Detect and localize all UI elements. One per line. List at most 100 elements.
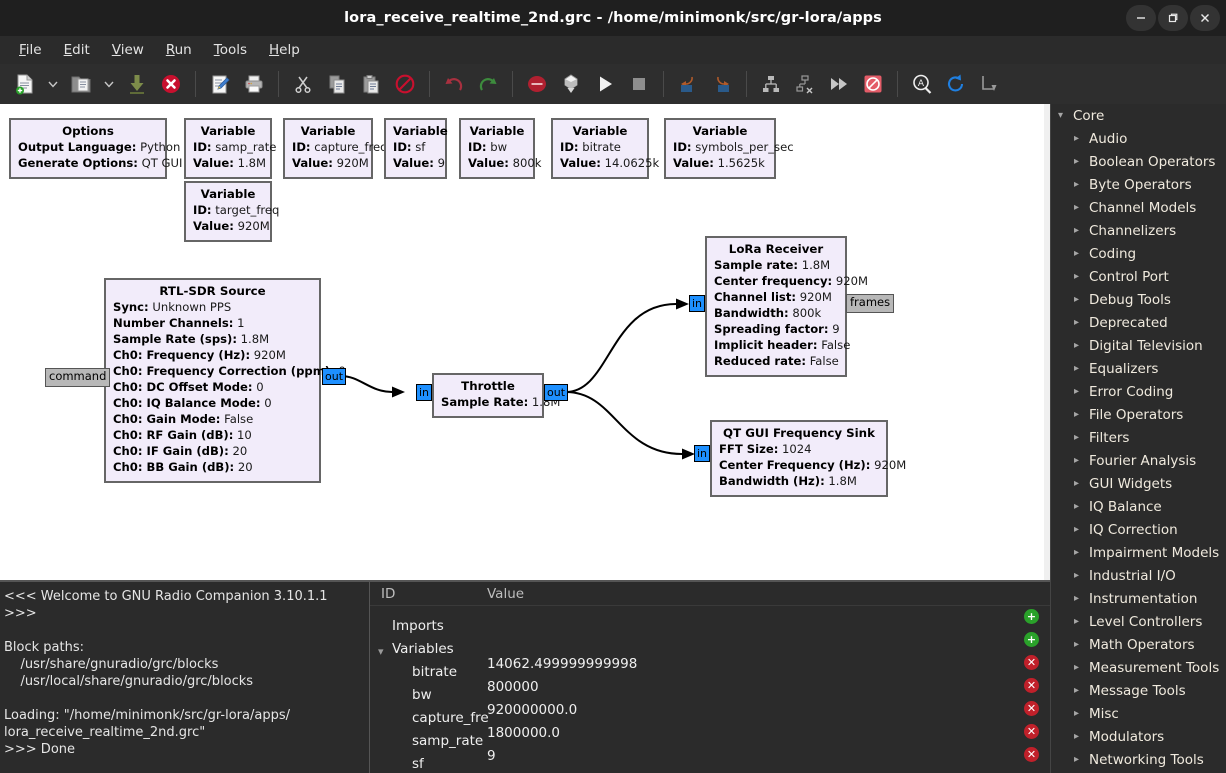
maximize-button[interactable] — [1158, 5, 1188, 31]
block-tree-panel[interactable]: ▾Core ▸Audio ▸Boolean Operators ▸Byte Op… — [1050, 104, 1226, 773]
flowgraph-canvas[interactable]: Options Output Language: Python Generate… — [0, 104, 1050, 580]
delete-variable-button[interactable]: ✕ — [1024, 701, 1039, 716]
find-magnifier-icon[interactable]: A — [905, 67, 939, 101]
chevron-right-icon[interactable]: ▸ — [1074, 133, 1080, 144]
package-icon[interactable] — [554, 67, 588, 101]
chevron-right-icon[interactable]: ▸ — [1074, 156, 1080, 167]
edit-pencil-icon[interactable] — [203, 67, 237, 101]
chevron-right-icon[interactable]: ▸ — [1074, 386, 1080, 397]
port-lora-frames[interactable]: frames — [846, 294, 895, 313]
chevron-right-icon[interactable]: ▸ — [1074, 340, 1080, 351]
close-circle-icon[interactable] — [154, 67, 188, 101]
chevron-down-icon[interactable] — [98, 67, 120, 101]
variable-row-bw[interactable]: bw 800000 ✕ — [370, 675, 1050, 703]
delete-variable-button[interactable]: ✕ — [1024, 655, 1039, 670]
hierarchy-remove-icon[interactable] — [788, 67, 822, 101]
variables-group[interactable]: ▾ Variables + — [370, 629, 1050, 658]
printer-icon[interactable] — [237, 67, 271, 101]
port-lora-in[interactable]: in — [689, 295, 706, 312]
menu-view[interactable]: View — [111, 42, 144, 58]
block-tree-item-impairment-models[interactable]: ▸Impairment Models — [1051, 541, 1226, 564]
port-rtlsdr-command[interactable]: command — [45, 368, 111, 387]
options-block[interactable]: Options Output Language: Python Generate… — [9, 118, 182, 180]
add-variable-button[interactable]: + — [1024, 632, 1039, 647]
variable-block-target-freq[interactable]: Variable ID: target_freq Value: 920M — [184, 181, 279, 243]
block-tree-item-control-port[interactable]: ▸Control Port — [1051, 265, 1226, 288]
block-tree-item-industrial-io[interactable]: ▸Industrial I/O — [1051, 564, 1226, 587]
menu-file[interactable]: File — [19, 42, 42, 58]
menu-tools[interactable]: Tools — [213, 42, 247, 58]
chevron-right-icon[interactable]: ▸ — [1074, 524, 1080, 535]
block-tree-item-fourier-analysis[interactable]: ▸Fourier Analysis — [1051, 449, 1226, 472]
paste-icon[interactable] — [354, 67, 388, 101]
chevron-right-icon[interactable]: ▸ — [1074, 478, 1080, 489]
block-tree-item-digital-television[interactable]: ▸Digital Television — [1051, 334, 1226, 357]
qt-gui-frequency-sink-block[interactable]: QT GUI Frequency Sink FFT Size: 1024 Cen… — [710, 420, 906, 498]
delete-variable-button[interactable]: ✕ — [1024, 724, 1039, 739]
block-tree-item-file-operators[interactable]: ▸File Operators — [1051, 403, 1226, 426]
minus-circle-icon[interactable] — [520, 67, 554, 101]
chevron-right-icon[interactable]: ▸ — [1074, 432, 1080, 443]
delete-variable-button[interactable]: ✕ — [1024, 678, 1039, 693]
chevron-down-icon[interactable]: ▾ — [378, 644, 384, 658]
close-button[interactable] — [1190, 5, 1220, 31]
disabled-block-icon[interactable] — [856, 67, 890, 101]
minimize-button[interactable] — [1126, 5, 1156, 31]
variable-block-symbols-per-sec[interactable]: Variable ID: symbols_per_sec Value: 1.56… — [664, 118, 794, 180]
block-tree-item-coding[interactable]: ▸Coding — [1051, 242, 1226, 265]
rotate-right-icon[interactable] — [705, 67, 739, 101]
port-rtlsdr-out[interactable]: out — [322, 368, 347, 385]
new-document-icon[interactable] — [8, 67, 42, 101]
variable-row-samp-rate[interactable]: samp_rate 1800000.0 ✕ — [370, 721, 1050, 749]
block-tree-item-modulators[interactable]: ▸Modulators — [1051, 725, 1226, 748]
add-import-button[interactable]: + — [1024, 609, 1039, 624]
port-freqsink-in[interactable]: in — [694, 445, 711, 462]
throttle-block[interactable]: Throttle Sample Rate: 1.8M — [432, 373, 560, 419]
chevron-right-icon[interactable]: ▸ — [1074, 593, 1080, 604]
undo-arrow-icon[interactable] — [437, 67, 471, 101]
chevron-right-icon[interactable]: ▸ — [1074, 501, 1080, 512]
chevron-right-icon[interactable]: ▸ — [1074, 248, 1080, 259]
redo-arrow-icon[interactable] — [471, 67, 505, 101]
chevron-right-icon[interactable]: ▸ — [1074, 294, 1080, 305]
chevron-right-icon[interactable]: ▸ — [1074, 317, 1080, 328]
block-tree-item-level-controllers[interactable]: ▸Level Controllers — [1051, 610, 1226, 633]
save-download-icon[interactable] — [120, 67, 154, 101]
block-tree-item-networking-tools[interactable]: ▸Networking Tools — [1051, 748, 1226, 771]
menu-edit[interactable]: Edit — [63, 42, 90, 58]
chevron-right-icon[interactable]: ▸ — [1074, 685, 1080, 696]
canvas-vertical-scrollbar[interactable] — [1044, 104, 1050, 580]
block-tree-item-error-coding[interactable]: ▸Error Coding — [1051, 380, 1226, 403]
reload-icon[interactable] — [939, 67, 973, 101]
block-tree-item-filters[interactable]: ▸Filters — [1051, 426, 1226, 449]
lora-receiver-block[interactable]: LoRa Receiver Sample rate: 1.8M Center f… — [705, 236, 868, 378]
chevron-right-icon[interactable]: ▸ — [1074, 179, 1080, 190]
block-tree-item-debug-tools[interactable]: ▸Debug Tools — [1051, 288, 1226, 311]
variable-block-capture-freq[interactable]: Variable ID: capture_freq Value: 920M — [283, 118, 388, 180]
chevron-right-icon[interactable]: ▸ — [1074, 271, 1080, 282]
block-tree-item-math-operators[interactable]: ▸Math Operators — [1051, 633, 1226, 656]
copy-icon[interactable] — [320, 67, 354, 101]
variable-row-sf[interactable]: sf 9 ✕ — [370, 744, 1050, 772]
chevron-down-icon[interactable] — [42, 67, 64, 101]
menu-run[interactable]: Run — [165, 42, 192, 58]
block-tree-item-core[interactable]: ▾Core — [1051, 104, 1226, 127]
play-icon[interactable] — [588, 67, 622, 101]
chevron-right-icon[interactable]: ▸ — [1074, 455, 1080, 466]
fast-forward-icon[interactable] — [822, 67, 856, 101]
chevron-right-icon[interactable]: ▸ — [1074, 639, 1080, 650]
chevron-right-icon[interactable]: ▸ — [1074, 547, 1080, 558]
hierarchy-icon[interactable] — [754, 67, 788, 101]
chevron-right-icon[interactable]: ▸ — [1074, 708, 1080, 719]
chevron-right-icon[interactable]: ▸ — [1074, 616, 1080, 627]
chevron-right-icon[interactable]: ▸ — [1074, 202, 1080, 213]
block-tree-item-message-tools[interactable]: ▸Message Tools — [1051, 679, 1226, 702]
chevron-down-icon[interactable]: ▾ — [1058, 110, 1064, 121]
chevron-right-icon[interactable]: ▸ — [1074, 225, 1080, 236]
variable-block-samp-rate[interactable]: Variable ID: samp_rate Value: 1.8M — [184, 118, 276, 180]
chevron-right-icon[interactable]: ▸ — [1074, 570, 1080, 581]
variable-block-bitrate[interactable]: Variable ID: bitrate Value: 14.0625k — [551, 118, 659, 180]
block-tree-item-iq-correction[interactable]: ▸IQ Correction — [1051, 518, 1226, 541]
rtl-sdr-source-block[interactable]: RTL-SDR Source Sync: Unknown PPS Number … — [104, 278, 346, 484]
rotate-left-icon[interactable] — [671, 67, 705, 101]
